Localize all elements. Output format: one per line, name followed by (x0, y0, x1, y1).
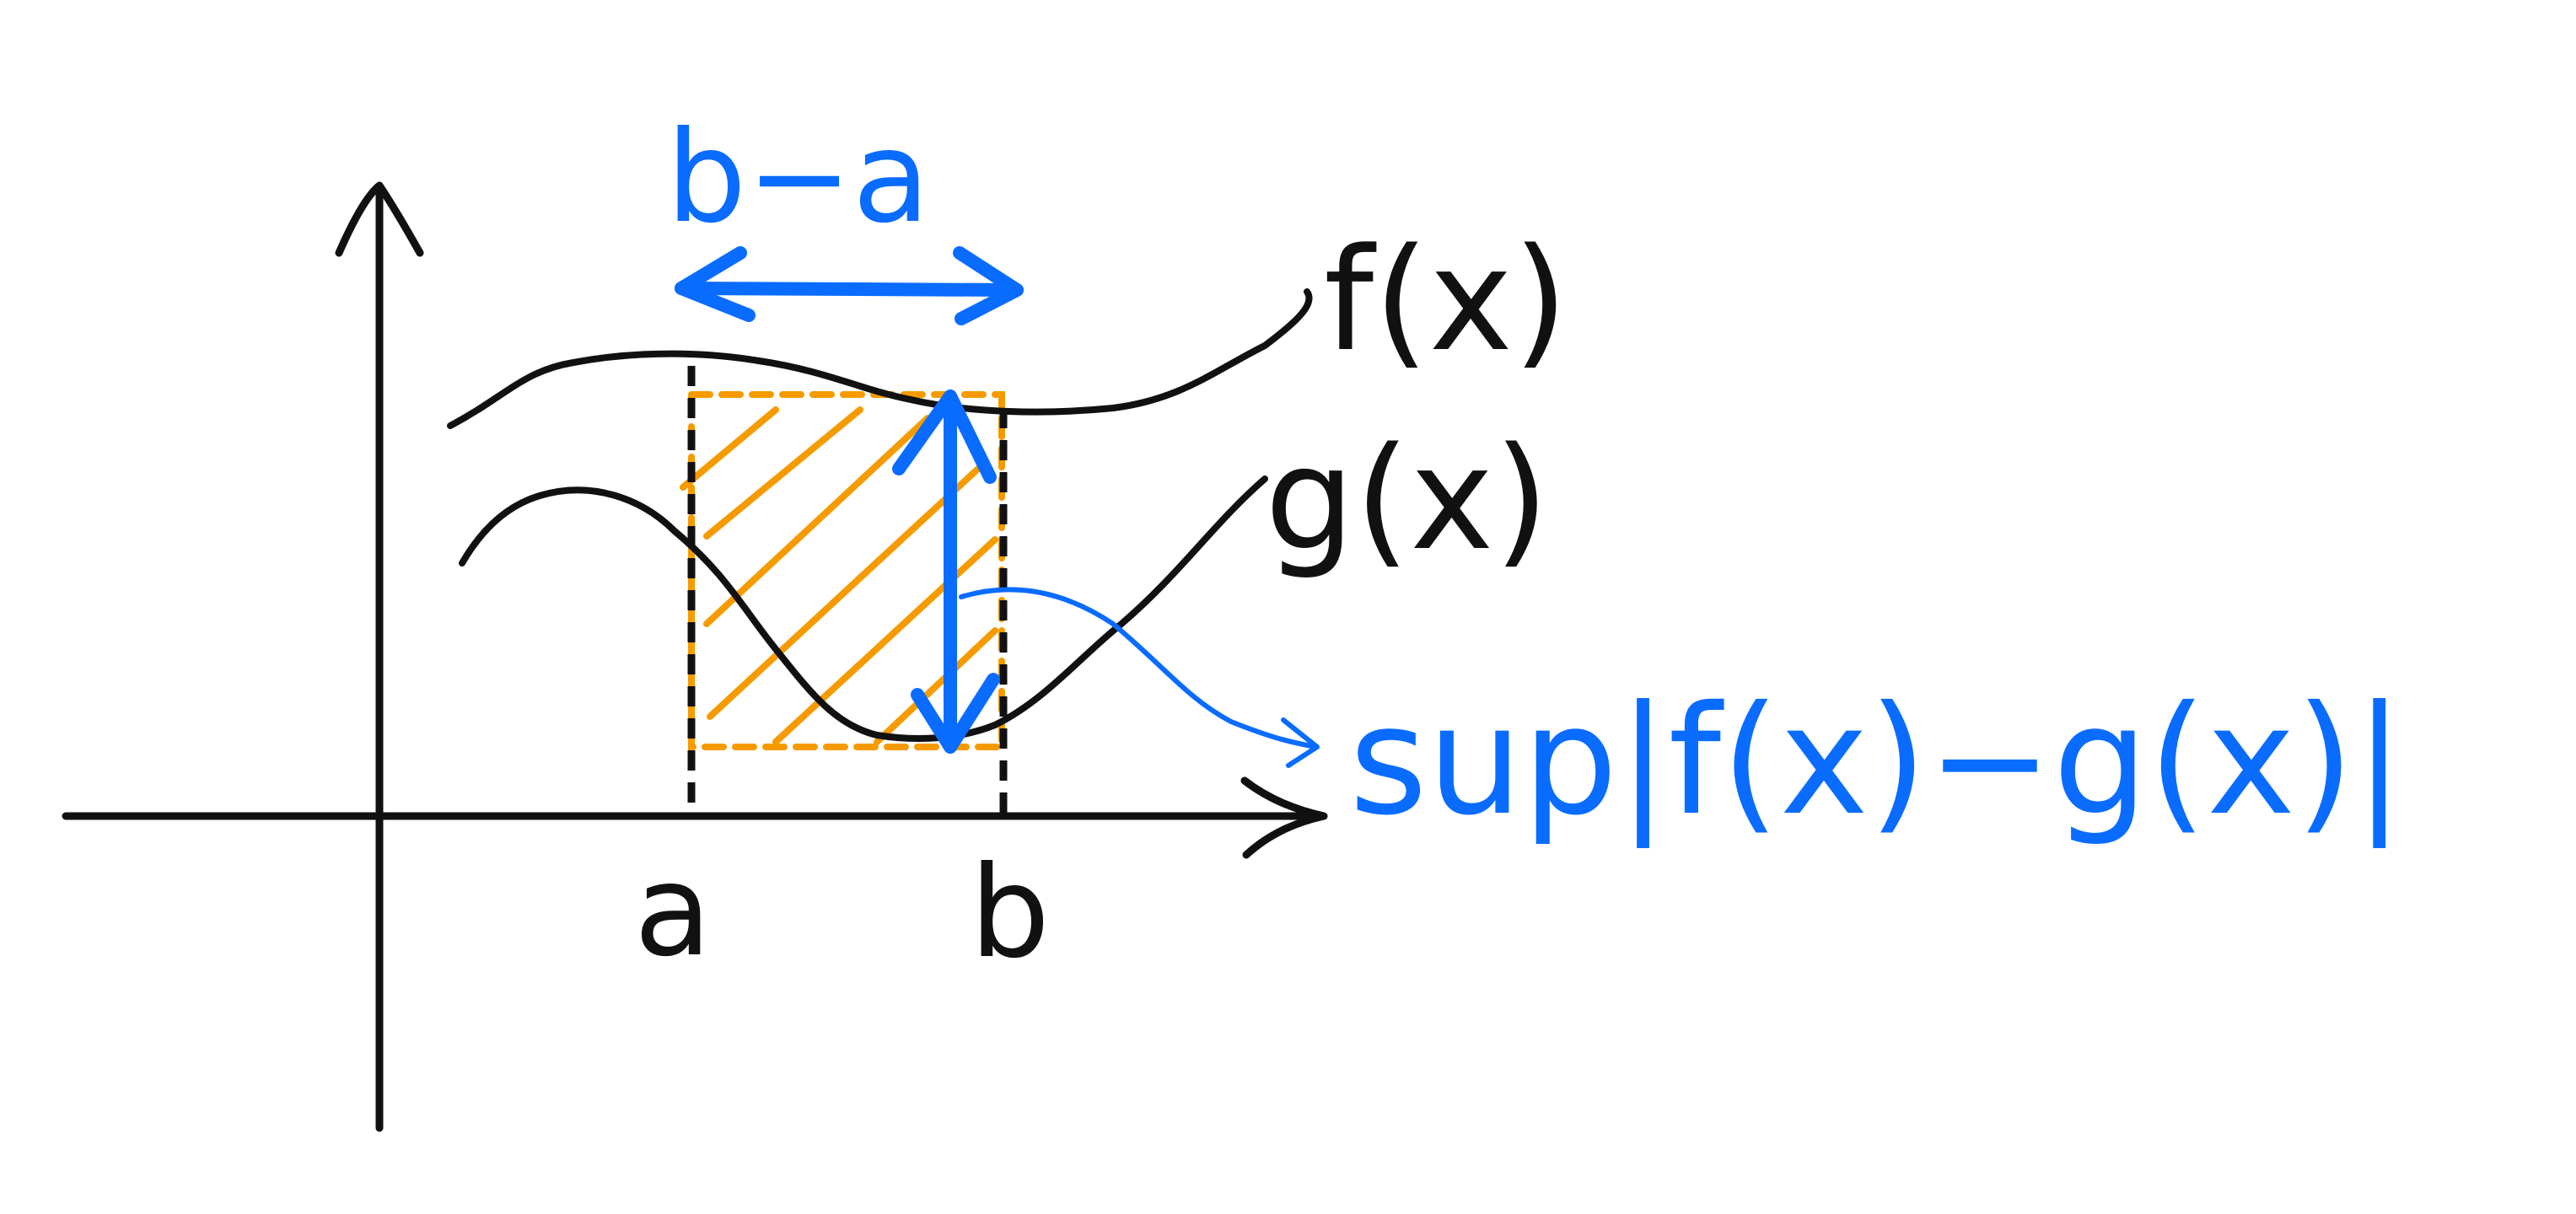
y-axis-arrowhead (335, 181, 424, 257)
x-axis-arrowhead (1240, 776, 1328, 859)
width-arrow-head-right (953, 246, 1024, 325)
label-g: g(x) (1265, 416, 1549, 582)
sup-pointer (959, 587, 1320, 768)
curve-g (459, 475, 1268, 742)
label-sup: sup|f(x)−g(x)| (1349, 674, 2405, 848)
label-f: f(x) (1324, 218, 1568, 383)
difference-arrow-head-top (892, 389, 997, 484)
label-b: b (970, 840, 1050, 986)
curve-f (447, 288, 1313, 429)
difference-arrow-head-bottom (911, 673, 1000, 754)
interval-markers (687, 366, 1008, 816)
difference-arrow (892, 389, 1000, 754)
hatch-lines (680, 406, 998, 745)
width-arrow-shaft (675, 282, 1024, 297)
width-arrow (675, 246, 1024, 325)
width-arrow-head-left (675, 246, 756, 322)
label-a: a (634, 838, 712, 985)
curves (447, 288, 1313, 742)
label-width: b−a (666, 105, 930, 251)
sup-pointer-curve (959, 587, 1318, 749)
sup-pointer-head (1281, 717, 1320, 768)
